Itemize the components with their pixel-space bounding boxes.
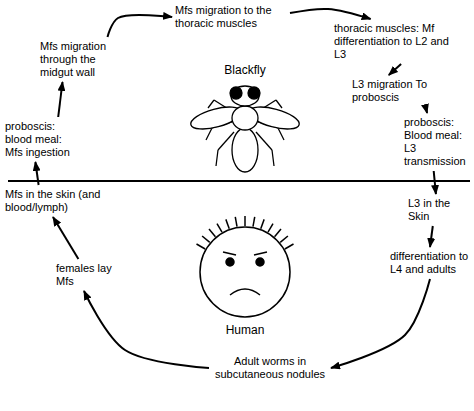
cycle-arrow (331, 279, 430, 368)
stage-label: females lay Mfs (56, 262, 112, 288)
blackfly-figure (189, 86, 302, 172)
stage-text: proboscis: blood meal: Mfs ingestion (5, 120, 81, 159)
hair-stroke (280, 236, 288, 242)
stage-label: L3 migration To proboscis (352, 78, 444, 104)
stage-text: females lay Mfs (56, 262, 112, 288)
stage-text: Adult worms in subcutaneous nodules (212, 355, 328, 381)
stage-label: Mfs in the skin (and blood/lymph) (5, 188, 101, 214)
cycle-arrow (58, 82, 62, 117)
cycle-arrow (290, 9, 371, 19)
cycle-arrow (389, 64, 401, 75)
cycle-arrow (84, 291, 209, 368)
host-divider (8, 180, 470, 182)
stage-label: proboscis: Blood meal: L3 transmission (404, 116, 470, 168)
stage-label: thoracic muscles: Mf differentiation to … (334, 22, 456, 61)
hair-stroke (253, 217, 255, 227)
host-label: Human (226, 324, 265, 337)
stage-label: differentiation to L4 and adults (390, 250, 470, 276)
cycle-arrow (430, 226, 433, 247)
cycle-arrow (35, 162, 38, 185)
hair-stroke (209, 229, 215, 237)
stage-label: L3 in the Skin (408, 197, 470, 223)
hair-stroke (197, 244, 206, 249)
stage-text: thoracic muscles: Mf differentiation to … (334, 22, 456, 61)
hair-stroke (226, 219, 229, 228)
stage-text: differentiation to L4 and adults (390, 250, 470, 276)
cycle-arrow (434, 171, 436, 194)
cycle-arrow (53, 217, 78, 259)
stage-label: proboscis: blood meal: Mfs ingestion (5, 120, 81, 159)
hair-stroke (202, 236, 210, 242)
host-label: Blackfly (224, 64, 265, 77)
hair-stroke (285, 244, 294, 249)
stage-text: Mfs migration to the thoracic muscles (175, 4, 287, 30)
stage-label: Mfs migration to the thoracic muscles (175, 4, 287, 30)
cycle-arrow (426, 107, 428, 113)
cycle-arrow (108, 15, 173, 37)
stage-label: Adult worms in subcutaneous nodules (212, 355, 328, 381)
hair-stroke (217, 224, 222, 233)
hair-stroke (244, 216, 246, 226)
hair-stroke (275, 229, 281, 237)
stage-text: L3 in the Skin (408, 197, 470, 223)
hair-stroke (235, 217, 237, 227)
hair-stroke (261, 219, 264, 228)
stage-text: proboscis: Blood meal: L3 transmission (404, 116, 470, 168)
stage-text: Mfs in the skin (and blood/lymph) (5, 188, 101, 214)
hair-stroke (268, 224, 273, 233)
stage-text: Mfs migration through the midgut wall (40, 40, 130, 79)
stage-label: Mfs migration through the midgut wall (40, 40, 130, 79)
human-face (197, 216, 294, 317)
stage-text: L3 migration To proboscis (352, 78, 444, 104)
